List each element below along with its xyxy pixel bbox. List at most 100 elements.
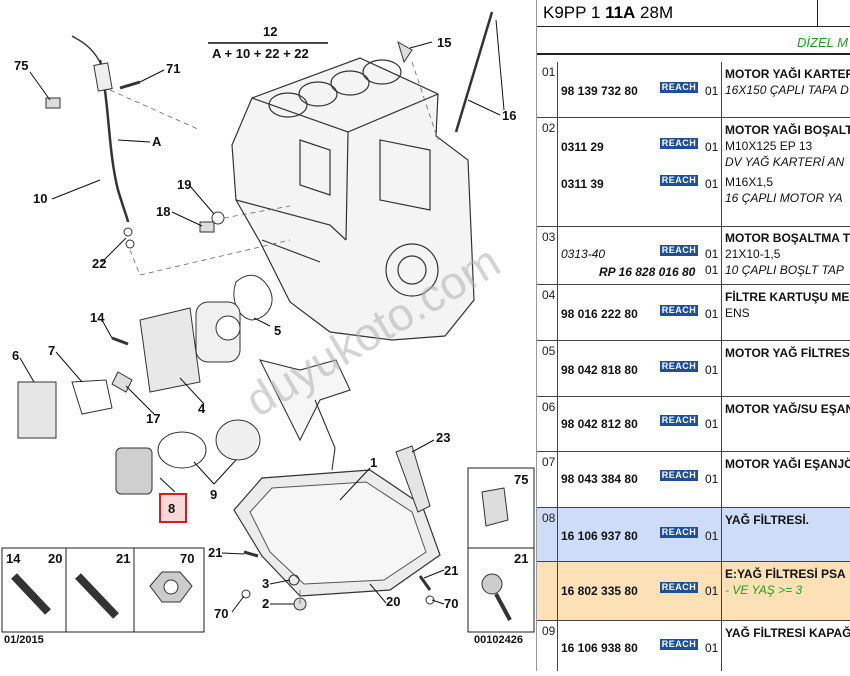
part-title: MOTOR YAĞ/SU EŞAN — [725, 402, 850, 416]
callout-10[interactable]: 10 — [33, 191, 47, 206]
quantity: 01 — [705, 472, 719, 486]
engine-block[interactable] — [231, 57, 475, 341]
part-title: MOTOR BOŞALTMA T — [725, 231, 850, 245]
quantity: 01 — [705, 584, 719, 598]
quantity: 01 — [705, 641, 719, 655]
callout-23[interactable]: 23 — [436, 430, 450, 445]
callout-20[interactable]: 20 — [386, 594, 400, 609]
part-reference[interactable]: 98 016 222 80 — [561, 307, 638, 321]
callout-12[interactable]: 12 — [263, 24, 277, 39]
row-number: 07 — [542, 455, 556, 469]
part-reference[interactable]: 98 043 384 80 — [561, 472, 638, 486]
part-row-09[interactable]: 09 16 106 938 80 REACH 01 YAĞ FİLTRESİ K… — [537, 621, 850, 671]
part-detail: DV YAĞ KARTERİ AN — [725, 155, 845, 169]
callout-1[interactable]: 1 — [370, 455, 377, 470]
part-reference[interactable]: 0311 29 — [561, 140, 604, 154]
part-6-oil-cooler[interactable] — [17, 381, 57, 439]
callout-8[interactable]: 8 — [168, 501, 175, 516]
part-title: YAĞ FİLTRESİ. — [725, 513, 810, 527]
part-8-filter-cartridge[interactable] — [115, 447, 153, 495]
part-row-05[interactable]: 05 98 042 818 80 REACH 01 MOTOR YAĞ FİLT… — [537, 341, 850, 397]
part-reference[interactable]: 98 139 732 80 — [561, 84, 638, 98]
reach-badge: REACH — [660, 527, 698, 538]
part-row-08-alternative[interactable]: 16 802 335 80 REACH 01 E:YAĞ FİLTRESİ PS… — [537, 562, 850, 621]
oil-filter-housing[interactable] — [139, 301, 241, 393]
thumb-70-label: 70 — [180, 551, 194, 566]
parts-diagram: 12 A + 10 + 22 + 22 — [1, 11, 535, 646]
part-detail: 16 ÇAPLI MOTOR YA — [725, 191, 843, 205]
callout-21-left[interactable]: 21 — [208, 545, 222, 560]
callout-14[interactable]: 14 — [90, 310, 105, 325]
part-row-03[interactable]: 03 0313-40 REACH 01 RP 16 828 016 80 01 … — [537, 227, 850, 285]
callout-5[interactable]: 5 — [274, 323, 281, 338]
part-21-bolt-b[interactable] — [418, 575, 432, 591]
quantity: 01 — [705, 247, 719, 261]
part-title: YAĞ FİLTRESİ KAPAĞ — [725, 626, 850, 640]
callout-22[interactable]: 22 — [92, 256, 106, 271]
part-row-08-selected[interactable]: 08 16 106 937 80 REACH 01 YAĞ FİLTRESİ. — [537, 508, 850, 562]
part-detail: M10X125 EP 13 — [725, 139, 813, 153]
quantity: 01 — [705, 417, 719, 431]
dipstick-tube[interactable] — [98, 59, 130, 223]
part-70-washer-b[interactable] — [425, 595, 435, 605]
parts-list-panel: K9PP 1 11A 28M DİZEL M 01 98 139 732 80 … — [536, 0, 850, 671]
callout-70-right[interactable]: 70 — [444, 596, 458, 611]
callout-9[interactable]: 9 — [210, 487, 217, 502]
callout-6[interactable]: 6 — [12, 348, 19, 363]
callout-17[interactable]: 17 — [146, 411, 160, 426]
callout-19[interactable]: 19 — [177, 177, 191, 192]
callout-70-left[interactable]: 70 — [214, 606, 228, 621]
callout-18[interactable]: 18 — [156, 204, 170, 219]
part-9-filter-cap[interactable] — [215, 419, 261, 461]
part-15-clip[interactable] — [397, 40, 413, 64]
callout-A[interactable]: A — [152, 134, 162, 149]
part-detail: 10 ÇAPLI BOŞLT TAP — [725, 263, 844, 277]
engine-type-label: DİZEL M — [797, 35, 849, 50]
part-reference[interactable]: 98 042 818 80 — [561, 363, 638, 377]
part-71-bolt[interactable] — [119, 80, 141, 90]
part-reference[interactable]: 0313-40 — [561, 247, 606, 261]
part-row-02[interactable]: 02 0311 29 REACH 01 0311 39 REACH 01 MOT… — [537, 118, 850, 227]
callout-4[interactable]: 4 — [198, 401, 206, 416]
part-reference[interactable]: 16 802 335 80 — [561, 584, 638, 598]
callout-21-right[interactable]: 21 — [444, 563, 458, 578]
part-reference[interactable]: 16 106 937 80 — [561, 529, 638, 543]
part-22-seal-b[interactable] — [125, 239, 135, 249]
oil-pump-pickup[interactable] — [258, 359, 351, 442]
part-reference[interactable]: 98 042 812 80 — [561, 417, 638, 431]
part-row-01[interactable]: 01 98 139 732 80 REACH 01 MOTOR YAĞI KAR… — [537, 62, 850, 118]
thumb-14-label: 14 — [6, 551, 21, 566]
part-18-plug[interactable] — [199, 221, 215, 233]
reach-badge: REACH — [660, 245, 698, 256]
callout-7[interactable]: 7 — [48, 343, 55, 358]
callout-71[interactable]: 71 — [166, 61, 180, 76]
row-number: 05 — [542, 344, 556, 358]
part-7-gasket[interactable] — [71, 379, 113, 415]
part-row-04[interactable]: 04 98 016 222 80 REACH 01 FİLTRE KARTUŞU… — [537, 285, 850, 341]
part-14-bolt[interactable] — [111, 336, 129, 346]
callout-2[interactable]: 2 — [262, 596, 269, 611]
dipstick[interactable] — [454, 11, 494, 133]
part-row-07[interactable]: 07 98 043 384 80 REACH 01 MOTOR YAĞI EŞA… — [537, 452, 850, 508]
part-22-seal-a[interactable] — [123, 227, 133, 237]
selected-callout-box[interactable] — [159, 493, 187, 523]
part-title: E:YAĞ FİLTRESİ PSA — [725, 567, 846, 581]
part-row-06[interactable]: 06 98 042 812 80 REACH 01 MOTOR YAĞ/SU E… — [537, 397, 850, 452]
part-21-bolt[interactable] — [243, 550, 259, 558]
part-reference-alt[interactable]: RP 16 828 016 80 — [599, 265, 696, 279]
part-detail: 16X150 ÇAPLI TAPA D — [725, 83, 849, 97]
callout-15[interactable]: 15 — [437, 35, 451, 50]
callout-75[interactable]: 75 — [14, 58, 28, 73]
part-reference-alt[interactable]: 0311 39 — [561, 177, 604, 191]
reach-badge: REACH — [660, 470, 698, 481]
reach-badge: REACH — [660, 582, 698, 593]
callout-3[interactable]: 3 — [262, 576, 269, 591]
callout-16[interactable]: 16 — [502, 108, 516, 123]
thumb-14-20-frame — [1, 547, 67, 633]
reach-badge: REACH — [660, 138, 698, 149]
part-reference[interactable]: 16 106 938 80 — [561, 641, 638, 655]
part-75-bracket[interactable] — [45, 97, 61, 109]
part-9-seal-ring[interactable] — [157, 431, 207, 469]
part-23-level-sensor[interactable] — [395, 445, 431, 513]
part-70-washer[interactable] — [241, 589, 251, 599]
